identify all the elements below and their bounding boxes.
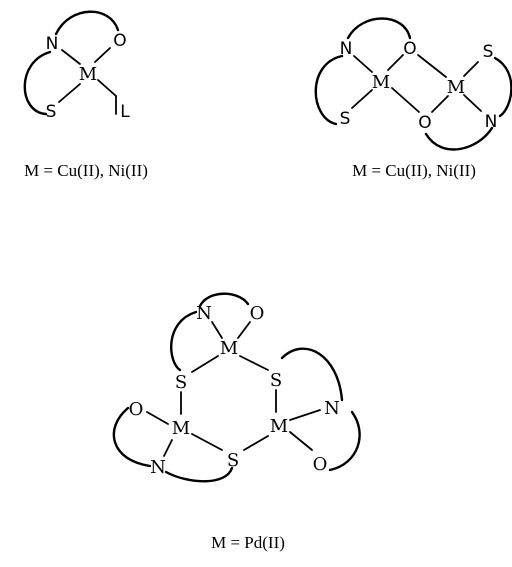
bond-m-left-n-left: [163, 439, 173, 457]
atom-m1: M: [372, 72, 390, 93]
caption-di: M = Cu(II), Ni(II): [352, 161, 476, 180]
bond-s-m: [58, 83, 81, 103]
bond-m1-o2: [391, 87, 420, 113]
chelate-arc-left-n-s: [164, 466, 234, 483]
caption-mono: M = Cu(II), Ni(II): [24, 161, 148, 180]
bond-o-left-m-left: [146, 411, 169, 425]
caption-tri: M = Pd(II): [211, 533, 285, 552]
atom-o-left: O: [129, 399, 144, 420]
bond-m-right-n-right: [289, 409, 321, 421]
atom-m-top: M: [220, 338, 238, 359]
bond-s1-m1: [351, 89, 373, 109]
bond-o1-m1: [387, 54, 404, 71]
atom-s1: S: [340, 109, 351, 129]
chelate-arc-o2-n2: [424, 126, 494, 151]
bond-o1-m2: [417, 54, 447, 78]
bond-m-top-s-right: [239, 355, 269, 371]
atom-m-left: M: [172, 418, 190, 439]
atom-m2: M: [447, 77, 465, 98]
atom-n2: N: [485, 112, 498, 132]
atom-m: M: [79, 64, 97, 85]
atom-o: O: [113, 31, 126, 51]
atom-l: L: [120, 102, 130, 122]
atom-s: S: [46, 102, 57, 122]
atom-s-right: S: [270, 370, 282, 391]
chelate-arc-n1-s1: [314, 54, 344, 126]
chelate-arc-n-o: [54, 10, 120, 36]
chelate-arc-left-o-n: [112, 406, 152, 468]
bond-m2-n2: [463, 94, 482, 112]
atom-s-bottom: S: [227, 450, 239, 471]
chelate-arc-n1-o1: [346, 17, 412, 40]
bond-s-bottom-m-right: [243, 435, 269, 451]
atom-o2: O: [418, 113, 431, 133]
bond-n1-m1: [353, 55, 373, 73]
chelate-arc-top-n-o: [198, 292, 250, 308]
chelate-arc-right-s-n: [280, 347, 344, 402]
atom-n1: N: [340, 39, 353, 59]
chelate-arc-s2-n2: [493, 56, 512, 118]
bond-m-left-s-bottom: [191, 433, 223, 451]
atom-m-right: M: [270, 416, 288, 437]
atom-s2: S: [483, 42, 494, 62]
atom-n: N: [46, 34, 59, 54]
chelate-arc-n-s: [23, 50, 52, 116]
chelate-arc-right-n-o: [328, 410, 361, 472]
bond-o-m: [94, 47, 111, 63]
dinuclear-complex: N O S M O M S N M = Cu(II), Ni(II): [314, 17, 512, 180]
bond-m-right-o-right: [289, 431, 313, 451]
bond-m-top-s-left: [191, 355, 219, 373]
chelate-arc-top-n-s: [170, 310, 198, 372]
mononuclear-complex: N O M S L M = Cu(II), Ni(II): [23, 10, 148, 180]
bond-m2-s2: [463, 61, 479, 77]
atom-o-top: O: [250, 303, 265, 324]
atom-n-top: N: [196, 303, 212, 324]
atom-n-right: N: [324, 398, 340, 419]
atom-n-left: N: [150, 457, 166, 478]
atom-o-right: O: [313, 454, 328, 475]
trinuclear-complex: N O M S S O M M N S N O M = Pd(II): [112, 292, 361, 552]
bond-o-top-m-top: [237, 321, 251, 339]
bond-o2-m2: [431, 95, 449, 113]
atom-s-left: S: [175, 372, 187, 393]
atom-o1: O: [403, 39, 416, 59]
bond-n-m: [61, 49, 81, 65]
bond-m-l: [97, 79, 117, 97]
bond-n-top-m-top: [211, 321, 223, 339]
